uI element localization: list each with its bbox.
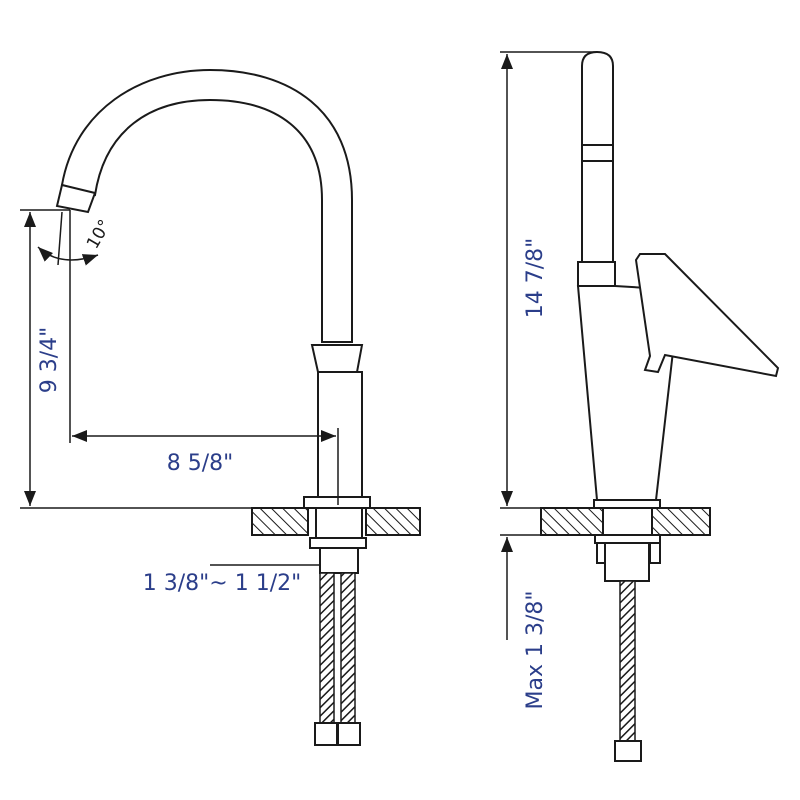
max-deck-label: Max 1 3/8": [523, 591, 548, 710]
hose-side: [619, 580, 636, 742]
side-view: 14 7/8" Max 1 3/8": [500, 50, 780, 762]
reach-label: 8 5/8": [167, 451, 234, 476]
countertop-left: [251, 507, 309, 536]
hose-left: [319, 572, 335, 724]
mounting-shank: [315, 507, 363, 539]
countertop-right: [365, 507, 421, 536]
mounting-nut: [309, 537, 367, 549]
countertop-side-left: [540, 507, 604, 536]
total-height-label: 14 7/8": [523, 238, 548, 319]
angle-label: 10°: [83, 216, 115, 252]
spout-nozzle: [55, 183, 97, 214]
front-view: 9 3/4" 8 5/8" 10° 1 3/8"~ 1 1/2": [20, 68, 421, 746]
hose-right: [340, 572, 356, 724]
countertop-side-right: [651, 507, 711, 536]
threaded-rod: [319, 547, 359, 574]
height-label: 9 3/4": [37, 327, 62, 394]
mounting-shank-side: [602, 507, 653, 536]
deck-thickness-label: 1 3/8"~ 1 1/2": [143, 571, 301, 596]
faucet-body: [317, 371, 363, 498]
spout-gooseneck: [60, 68, 353, 343]
aerator-band: [581, 144, 614, 162]
lever-handle: [634, 253, 780, 378]
base-plate-side: [593, 499, 661, 509]
spout-collar: [310, 344, 364, 373]
spout-collar-side: [577, 261, 616, 287]
hose-fitting-right: [337, 722, 361, 746]
base-plate: [303, 496, 371, 509]
angle-arc: [37, 246, 99, 266]
threaded-shank-side: [604, 542, 650, 582]
mounting-nut-side: [594, 534, 661, 544]
hose-fitting-side: [614, 740, 642, 762]
hose-fitting-left: [314, 722, 338, 746]
